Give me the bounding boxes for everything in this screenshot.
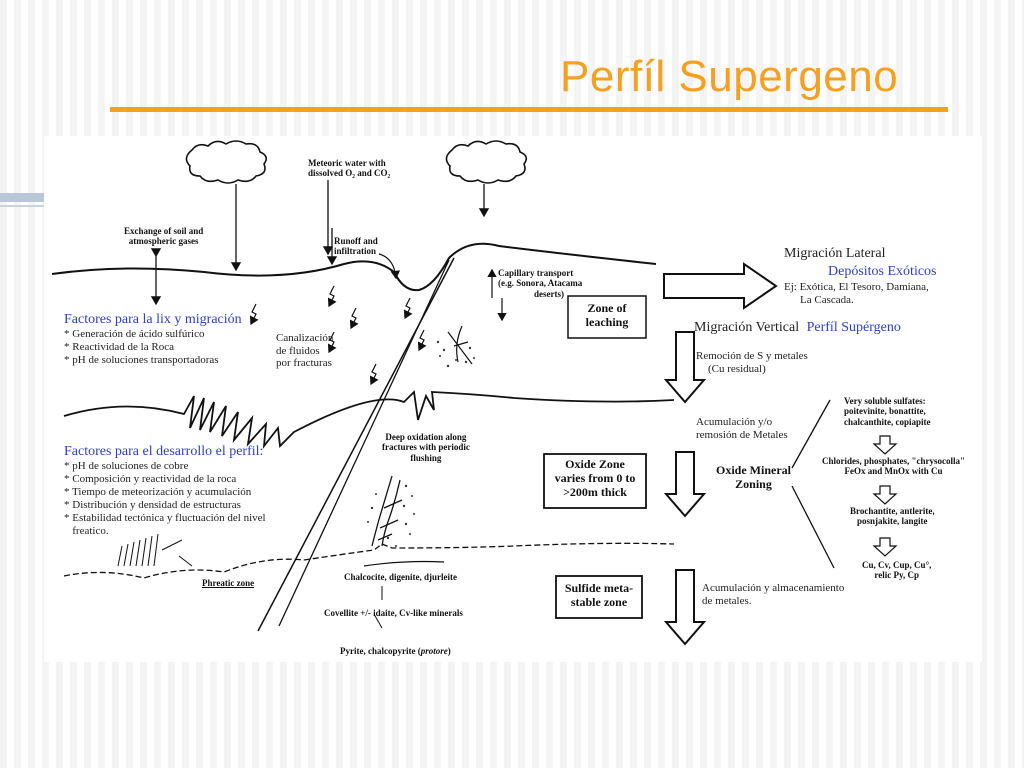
list-item: * pH de soluciones transportadoras xyxy=(64,354,219,367)
list-item: freatico. xyxy=(64,525,109,538)
label-capillary-transport: Capillary transport (e.g. Sonora, Atacam… xyxy=(498,268,583,299)
factors-profile-block: Factores para el desarrollo el perfil: *… xyxy=(64,444,266,538)
list-item: * Reactividad de la Roca xyxy=(64,341,174,354)
vertical-arrow-2 xyxy=(663,451,707,518)
zoning-arrow-3 xyxy=(872,537,898,557)
deep-oxidation-fracture xyxy=(371,475,403,547)
zoning-step-3: Brochantite, antlerite, posnjakite, lang… xyxy=(850,506,935,527)
vertical-arrow-1 xyxy=(663,331,707,404)
list-item: * Distribución y densidad de estructuras xyxy=(64,499,241,512)
label-covellite: Covellite +/- idaite, Cv-like minerals xyxy=(324,608,463,618)
zoning-step-4: Cu, Cv, Cup, Cu°, relic Py, Cp xyxy=(862,560,932,581)
ground-surface xyxy=(51,242,657,292)
label-meteoric-water: Meteoric water with dissolved O₂ and CO₂ xyxy=(308,158,391,179)
label-accumulation: Acumulación y/o remosión de Metales xyxy=(696,416,788,441)
list-item: * Generación de ácido sulfúrico xyxy=(64,328,205,341)
factors-profile-title: Factores para el desarrollo el perfil: xyxy=(64,444,264,459)
label-pyrite: Pyrite, chalcopyrite (protore) xyxy=(340,646,451,656)
zoning-step-2: Chlorides, phosphates, "chrysocolla" FeO… xyxy=(822,456,966,477)
zoning-arrow-1 xyxy=(872,435,898,455)
phreatic-hatch xyxy=(117,533,183,567)
slide-title: Perfíl Supergeno xyxy=(560,52,899,101)
label-deep-oxidation: Deep oxidation along fractures with peri… xyxy=(382,432,470,463)
label-lateral-examples: Ej: Exótica, El Tesoro, Damiana, La Casc… xyxy=(784,281,929,306)
vertical-arrow-3 xyxy=(663,569,707,646)
leaching-box xyxy=(567,295,647,339)
cloud-right xyxy=(445,140,528,184)
list-item: * pH de soluciones de cobre xyxy=(64,460,189,473)
label-lateral-migration: Migración Lateral xyxy=(784,246,886,261)
list-item: * Tiempo de meteorización y acumulación xyxy=(64,486,252,499)
deep-oxidation-dots xyxy=(367,484,415,547)
leaching-dots xyxy=(436,340,475,368)
factors-leaching-block: Factores para la lix y migración * Gener… xyxy=(64,312,242,367)
list-item: * Estabilidad tectónica y fluctuación de… xyxy=(64,512,266,525)
label-oxide-mineral-zoning: Oxide Mineral Zoning xyxy=(716,463,791,491)
zoning-branch-bottom xyxy=(791,485,835,569)
oxide-zone-box xyxy=(543,453,647,509)
label-storage: Acumulación y almacenamiento de metales. xyxy=(702,582,845,607)
label-zone-of-leaching: Zone of leaching xyxy=(585,301,629,329)
leaching-fracture-hatch xyxy=(447,325,473,365)
sulfide-base-line xyxy=(363,560,445,567)
title-underline xyxy=(110,107,948,112)
label-sulfide-zone: Sulfide meta- stable zone xyxy=(564,581,634,609)
water-table-line xyxy=(63,542,675,579)
label-phreatic-zone: Phreatic zone xyxy=(202,578,255,588)
label-canalization: Canalización de fluidos por fracturas xyxy=(276,332,334,370)
list-item: * Composición y reactividad de la roca xyxy=(64,473,237,486)
label-removal: Remoción de S y metales (Cu residual) xyxy=(696,350,808,375)
label-chalcocite: Chalcocite, digenite, djurleite xyxy=(344,572,457,582)
runoff-curve xyxy=(378,253,401,280)
infiltration-arrows xyxy=(249,285,427,386)
leaching-base-zigzag xyxy=(63,390,675,449)
diagram-drawing xyxy=(51,140,898,646)
zoning-arrow-2 xyxy=(872,485,898,505)
label-vertical-migration: Migración Vertical Perfíl Supérgeno xyxy=(694,320,901,335)
sulfide-zone-box xyxy=(555,575,643,619)
factors-profile-list: * pH de soluciones de cobre * Composició… xyxy=(64,460,266,538)
fracture-line-2 xyxy=(278,259,450,627)
label-oxide-zone: Oxide Zone varies from 0 to >200m thick xyxy=(554,457,636,499)
side-accent-bar-thin xyxy=(0,205,44,207)
factors-leaching-list: * Generación de ácido sulfúrico * Reacti… xyxy=(64,328,242,367)
zoning-branch-top xyxy=(791,399,831,469)
label-exotic-deposits: Depósitos Exóticos xyxy=(828,264,937,279)
sulfide-marker-2 xyxy=(373,613,383,629)
zoning-step-1: Very soluble sulfates: poitevinite, bona… xyxy=(844,396,931,427)
phreatic-zone-line xyxy=(178,555,193,567)
cloud-left xyxy=(185,140,268,184)
label-runoff: Runoff and infiltration xyxy=(334,236,378,257)
lateral-migration-arrow xyxy=(663,262,778,310)
factors-leaching-title: Factores para la lix y migración xyxy=(64,312,242,327)
supergene-profile-diagram: Meteoric water with dissolved O₂ and CO₂… xyxy=(44,136,982,662)
side-accent-bar xyxy=(0,193,44,202)
label-gas-exchange: Exchange of soil and atmospheric gases xyxy=(124,226,204,247)
